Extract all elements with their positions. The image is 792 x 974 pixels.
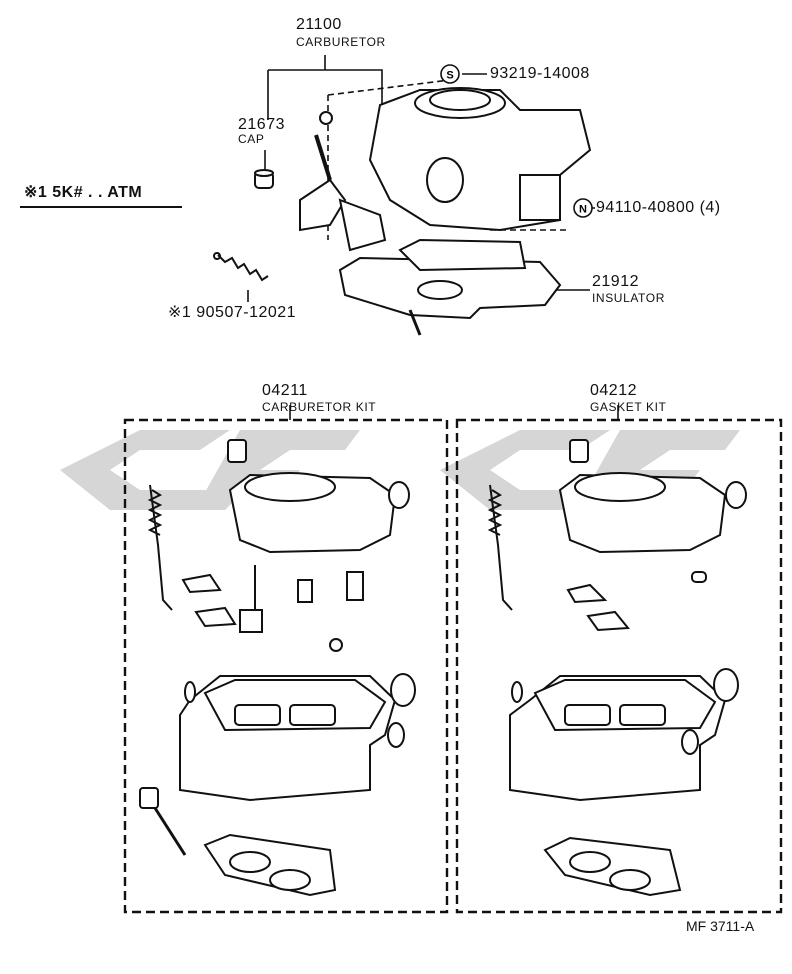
insulator-part-name: INSULATOR [592, 291, 665, 305]
figure-code: MF 3711-A [686, 918, 755, 934]
spring-drawing [213, 252, 269, 282]
cap-part-number: 21673 [238, 116, 285, 133]
nut-badge-icon [573, 198, 593, 218]
carburetor-kit-name: CARBURETOR KIT [262, 400, 377, 414]
screw-badge-icon [440, 64, 460, 84]
carburetor-part-name: CARBURETOR [296, 35, 386, 49]
carburetor-kit-number: 04211 [262, 382, 308, 399]
nut-part-number: 94110-40800 (4) [596, 199, 721, 216]
cap-drawing [254, 169, 274, 189]
carburetor-kit-box [123, 418, 449, 914]
carburetor-bracket [267, 55, 383, 120]
carburetor-part-number: 21100 [296, 16, 342, 33]
gasket-kit-name: GASKET KIT [590, 400, 667, 414]
spring-part-number: ※1 90507-12021 [168, 304, 297, 321]
gasket-kit-number: 04212 [590, 382, 637, 399]
gasket-kit-drawing [487, 439, 747, 897]
carburetor-assembly-drawing [299, 87, 592, 336]
screw-part-number: 93219-14008 [490, 65, 590, 82]
application-note: ※1 5K# . . ATM [24, 184, 143, 201]
gasket-kit-box [455, 418, 783, 914]
cap-part-name: CAP [238, 132, 265, 146]
carburetor-kit-drawing [139, 439, 416, 897]
nut-badge-letter: N [579, 204, 587, 216]
screw-badge-letter: S [446, 70, 453, 82]
insulator-part-number: 21912 [592, 273, 639, 290]
